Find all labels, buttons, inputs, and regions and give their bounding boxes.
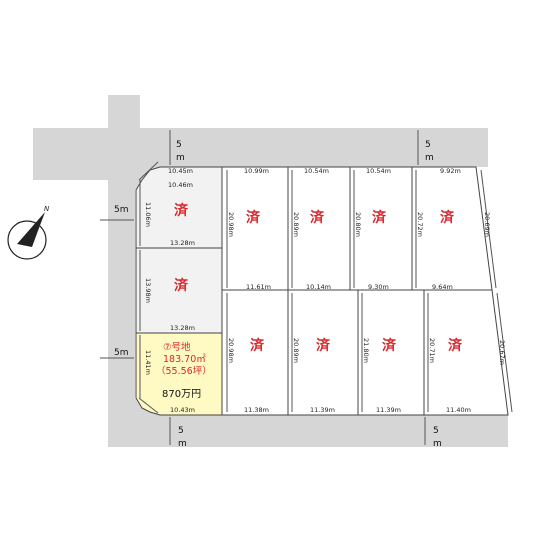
dim-label: 11.39m xyxy=(376,406,401,414)
dim-label: 11.39m xyxy=(310,406,335,414)
lot-7-price: 870万円 xyxy=(162,389,201,400)
dim-label: 20.72m xyxy=(416,212,424,237)
road-north-right-width: 5 xyxy=(425,140,431,150)
sold-mark: 済 xyxy=(174,277,189,294)
lot-lower-3[interactable] xyxy=(357,289,425,416)
dim-label: 20.67m xyxy=(498,340,506,365)
dim-label: 20.89m xyxy=(292,338,300,363)
dim-label: 10.45m xyxy=(168,167,193,175)
dim-label: 11.41m xyxy=(144,350,152,375)
dim-label: 13.28m xyxy=(170,239,195,247)
sold-mark: 済 xyxy=(246,209,261,226)
road-labels: 5 m 5 m 5m 5m 5 m 5 m xyxy=(114,140,442,449)
dim-label: 20.69m xyxy=(483,212,491,237)
road-south-right-width: 5 xyxy=(433,426,439,436)
dim-label: 9.30m xyxy=(368,283,389,291)
dim-label: 21.80m xyxy=(362,338,370,363)
sold-mark: 済 xyxy=(310,209,325,226)
lot-7-name: ⑦号地 xyxy=(163,341,191,353)
road-south xyxy=(108,415,508,447)
road-south-left-unit: m xyxy=(178,439,187,449)
dim-label: 10.43m xyxy=(170,406,195,414)
dim-label: 9.92m xyxy=(440,167,461,175)
north-arrow-icon: N xyxy=(7,205,50,260)
dimension-lines xyxy=(100,130,513,445)
lot-upper-3[interactable] xyxy=(349,166,413,291)
road-west-upper-width: 5m xyxy=(114,205,129,215)
sold-mark: 済 xyxy=(382,337,397,354)
dim-label: 20.71m xyxy=(428,338,436,363)
dim-label: 11.38m xyxy=(244,406,269,414)
dim-label: 10.54m xyxy=(366,167,391,175)
lot-upper-1[interactable] xyxy=(221,166,289,291)
sold-mark: 済 xyxy=(250,337,265,354)
road-west xyxy=(108,95,160,415)
dim-label: 10.14m xyxy=(306,283,331,291)
lot-lower-2[interactable] xyxy=(287,289,359,416)
sold-mark: 済 xyxy=(316,337,331,354)
road-north-top-unit: m xyxy=(176,153,185,163)
dim-label: 10.54m xyxy=(304,167,329,175)
dim-label: 11.06m xyxy=(144,202,152,227)
lots xyxy=(135,166,509,416)
road-west-lower-width: 5m xyxy=(114,348,129,358)
roads xyxy=(33,95,508,447)
dim-label: 20.80m xyxy=(354,212,362,237)
dim-label: 10.99m xyxy=(244,167,269,175)
sold-marks: 済 済 済 済 済 済 済 済 済 済 xyxy=(174,202,463,354)
dim-label: 13.28m xyxy=(170,324,195,332)
sold-mark: 済 xyxy=(372,209,387,226)
road-south-left-width: 5 xyxy=(178,426,184,436)
lot-7-area-sqm: 183.70㎡ xyxy=(163,354,206,365)
dim-label: 20.98m xyxy=(227,212,235,237)
dim-label: 20.98m xyxy=(227,338,235,363)
sold-mark: 済 xyxy=(174,202,189,219)
lot-7-info: ⑦号地 183.70㎡ （55.56坪） 870万円 xyxy=(156,341,212,400)
dim-label: 11.61m xyxy=(246,283,271,291)
lot-lower-4[interactable] xyxy=(423,289,509,416)
lot-lower-1[interactable] xyxy=(221,289,289,416)
dim-label: 10.46m xyxy=(168,181,193,189)
lot-upper-2[interactable] xyxy=(287,166,351,291)
dim-label: 20.89m xyxy=(292,212,300,237)
compass-label: N xyxy=(44,205,50,213)
sold-mark: 済 xyxy=(440,209,455,226)
dim-label: 9.64m xyxy=(432,283,453,291)
road-south-right-unit: m xyxy=(433,439,442,449)
road-north-top-width: 5 xyxy=(176,140,182,150)
dim-label: 11.40m xyxy=(446,406,471,414)
dimension-labels: 10.45m 10.46m 11.06m 13.28m 13.98m 13.28… xyxy=(144,167,506,414)
road-north-right-unit: m xyxy=(425,153,434,163)
dim-label: 13.98m xyxy=(144,278,152,303)
sold-mark: 済 xyxy=(448,337,463,354)
lot-7-area-tsubo: （55.56坪） xyxy=(156,365,212,377)
